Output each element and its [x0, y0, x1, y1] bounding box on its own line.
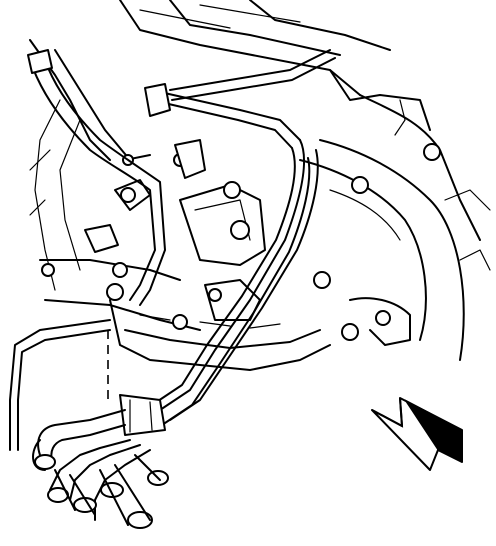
cooler-lines [9, 49, 336, 451]
line-fitting-assembly [32, 330, 169, 529]
engine-block [29, 39, 331, 371]
transmission-housing [119, 0, 491, 361]
direction-arrow-icon [371, 397, 463, 471]
